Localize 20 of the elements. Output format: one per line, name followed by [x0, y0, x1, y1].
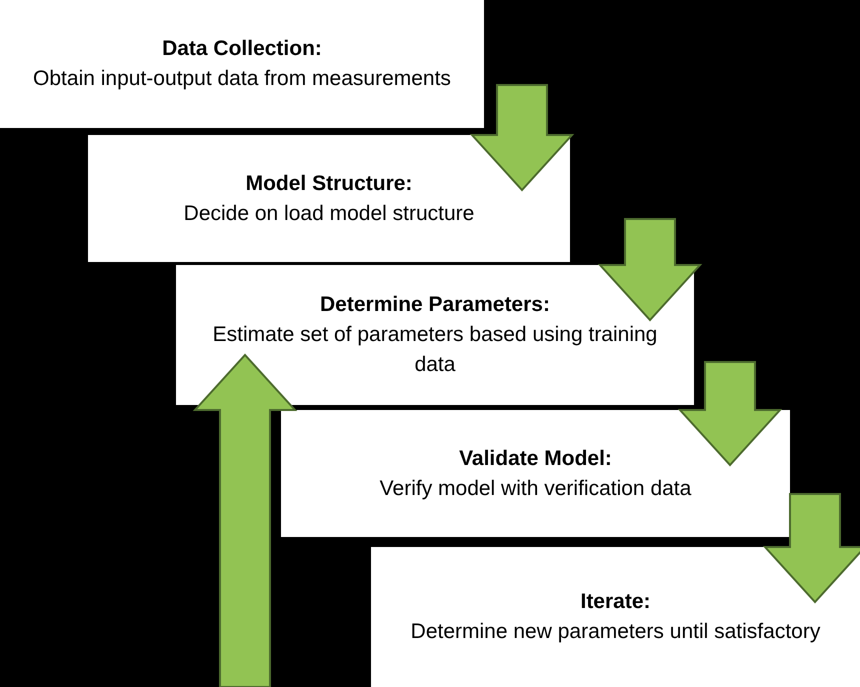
block-arrow [598, 218, 702, 322]
step-description: Determine new parameters until satisfactory [410, 619, 820, 645]
block-arrow [678, 361, 782, 466]
block-arrow [470, 84, 574, 192]
process-box [0, 0, 484, 128]
process-box [281, 410, 790, 537]
step-description: Decide on load model structure [184, 200, 474, 226]
block-arrow [762, 493, 860, 604]
step-title: Determine Parameters: [320, 292, 550, 318]
step-title: Validate Model: [459, 446, 612, 472]
step-title: Iterate: [580, 589, 651, 615]
block-arrow [192, 354, 298, 687]
step-description: Estimate set of parameters based using training data [212, 322, 658, 378]
process-box [88, 135, 570, 262]
step-description: Verify model with verification data [380, 476, 692, 502]
step-title: Data Collection: [162, 36, 322, 62]
process-box [371, 547, 860, 687]
step-description: Obtain input-output data from measurements [33, 66, 451, 92]
step-title: Model Structure: [246, 170, 412, 196]
process-box [176, 265, 694, 405]
